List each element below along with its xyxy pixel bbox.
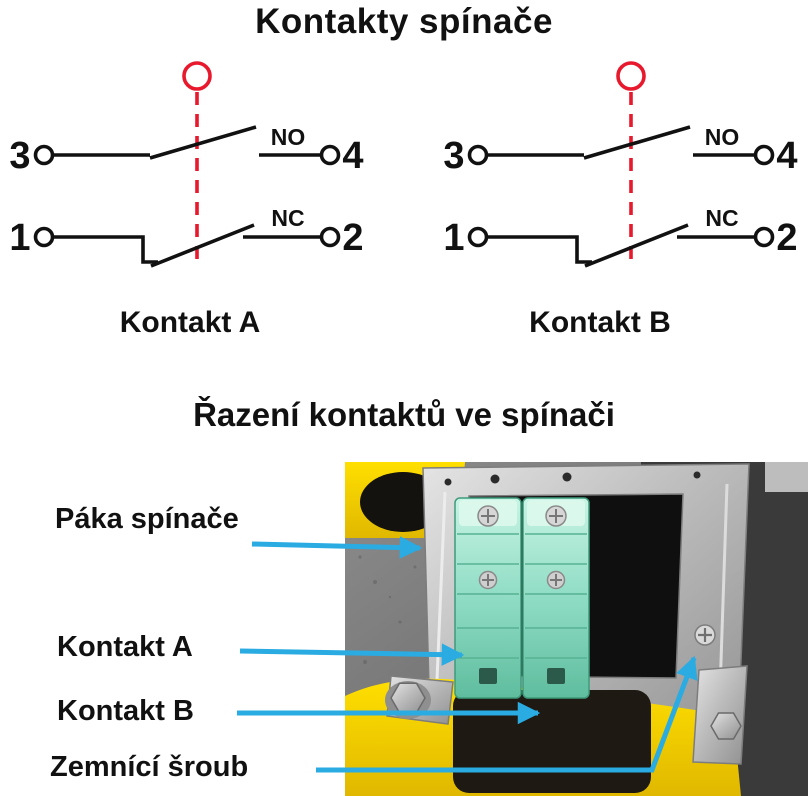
grounding-screw — [694, 624, 716, 646]
terminal-4-label: 4 — [776, 135, 797, 177]
mounting-bolt-right — [710, 712, 742, 740]
terminal-2-label: 2 — [342, 217, 363, 259]
page-title: Kontakty spínače — [255, 2, 553, 41]
contact-block-b — [522, 497, 590, 699]
housing-recess — [453, 690, 651, 793]
no-contact-symbol — [33, 125, 341, 166]
contact-a-schematic: 3 4 1 2 NO NC — [9, 61, 364, 268]
switch-photo-illustration — [345, 462, 808, 796]
section-title: Řazení kontaktů ve spínači — [193, 396, 615, 433]
no-label: NO — [271, 124, 306, 150]
terminal-3-label: 3 — [443, 135, 464, 177]
nc-label: NC — [705, 205, 738, 231]
actuator-plunger-icon — [616, 61, 646, 260]
contact-a-caption: Kontakt A — [119, 306, 261, 339]
metal-corner-piece — [765, 462, 808, 492]
terminal-1-label: 1 — [9, 217, 30, 259]
terminal-4-label: 4 — [342, 135, 363, 177]
actuator-plunger-icon — [182, 61, 212, 260]
callout-paka-spinace: Páka spínače — [55, 503, 239, 535]
contact-b-caption: Kontakt B — [529, 306, 671, 339]
terminal-1-label: 1 — [443, 217, 464, 259]
terminal-2-label: 2 — [776, 217, 797, 259]
no-contact-symbol — [467, 125, 775, 166]
nc-contact-symbol — [33, 223, 341, 268]
schematic-labels: 3 4 1 2 NO NC — [9, 124, 363, 259]
switch-photo — [345, 462, 808, 796]
callout-kontakt-a: Kontakt A — [57, 631, 193, 663]
terminal-3-label: 3 — [9, 135, 30, 177]
nc-label: NC — [271, 205, 304, 231]
contact-b-schematic: 3 4 1 2 NO NC — [443, 61, 798, 268]
contact-block-a — [454, 497, 522, 699]
mounting-bolt-left — [385, 681, 431, 719]
no-label: NO — [705, 124, 740, 150]
nc-contact-symbol — [467, 223, 775, 268]
callout-kontakt-b: Kontakt B — [57, 695, 194, 727]
callout-zemnici-sroub: Zemnící šroub — [50, 751, 249, 783]
schematic-labels: 3 4 1 2 NO NC — [443, 124, 797, 259]
